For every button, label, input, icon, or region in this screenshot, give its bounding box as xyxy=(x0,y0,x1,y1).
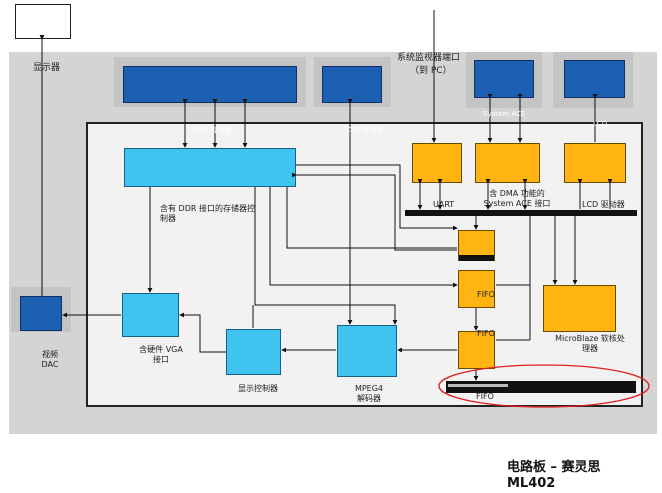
ddr-controller-label: 含有 DDR 接口的存储器控制器 xyxy=(160,204,255,223)
ddr-controller xyxy=(124,148,296,187)
pc-port-label: 系统监视器端口 xyxy=(397,53,461,63)
monitor-box xyxy=(15,4,71,39)
mpeg4-decoder-label: MPEG4 解码器 xyxy=(354,384,384,403)
board-caption-line2: ML402 xyxy=(507,476,556,491)
ddr-memory-label: DDR 存储器 xyxy=(193,126,232,134)
video-dac xyxy=(20,296,62,331)
lcd-label: LCD xyxy=(593,120,608,128)
display-controller-label: 显示控制器 xyxy=(238,384,278,393)
fifo-small-bar xyxy=(459,255,494,261)
ddr-memory xyxy=(123,66,297,103)
monitor-label: 显示器 xyxy=(33,63,61,73)
board-caption-line1: 电路板 – 赛灵思 xyxy=(507,460,601,475)
vga-interface-label: 含硬件 VGA 接口 xyxy=(139,345,183,364)
pc-port-sub-label: （到 PC） xyxy=(410,66,452,76)
fifo-label-3: FIFO xyxy=(476,392,494,401)
fifo-2 xyxy=(458,331,495,369)
fifo-1 xyxy=(458,270,495,308)
zbt-memory-label: ZBT 存储器 xyxy=(346,126,384,134)
microblaze xyxy=(543,285,616,332)
system-ace-memory xyxy=(474,60,534,98)
system-ace-label: System ACE xyxy=(483,110,526,118)
uart-label: UART xyxy=(433,200,455,209)
fifo-bus-highlight xyxy=(448,384,508,387)
dma-system-ace xyxy=(475,143,540,183)
dma-system-ace-label: 含 DMA 功能的 System ACE 接口 xyxy=(483,189,551,208)
lcd-driver-label: LCD 驱动器 xyxy=(582,200,625,209)
video-dac-label: 视频 DAC xyxy=(41,350,59,369)
vga-interface xyxy=(122,293,179,337)
system-bus xyxy=(405,210,637,216)
fifo-label-2: FIFO xyxy=(477,329,495,338)
mpeg4-decoder xyxy=(337,325,397,377)
microblaze-label: MicroBlaze 软核处理器 xyxy=(555,334,625,353)
display-controller xyxy=(226,329,281,375)
fifo-label-1: FIFO xyxy=(477,290,495,299)
lcd-driver xyxy=(564,143,626,183)
uart-block xyxy=(412,143,462,183)
